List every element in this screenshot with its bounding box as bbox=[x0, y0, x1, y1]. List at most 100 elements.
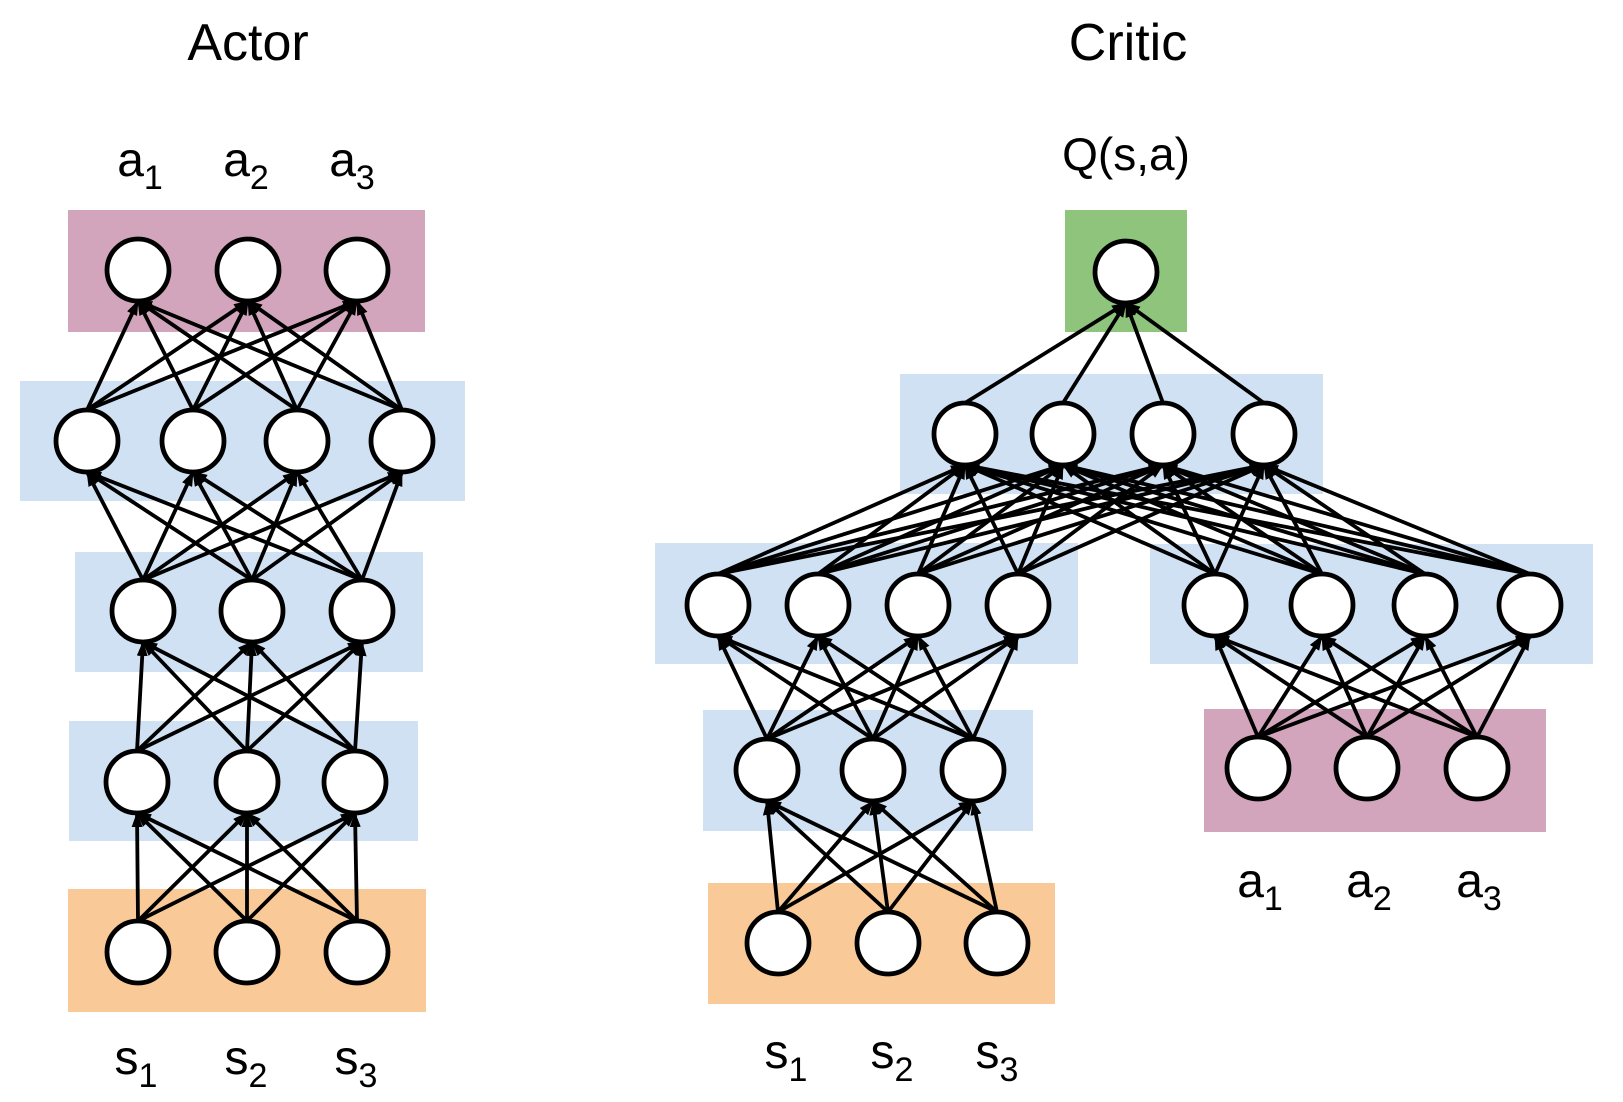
connection-arrow bbox=[1320, 634, 1479, 739]
neuron-node-critic-top bbox=[1230, 400, 1298, 468]
connection-arrow bbox=[964, 462, 1531, 576]
critic-label-s1: s1 bbox=[765, 1026, 808, 1089]
connection-arrow bbox=[777, 799, 974, 914]
connection-arrow bbox=[191, 470, 364, 582]
neuron-nodes bbox=[53, 236, 1564, 986]
connection-arrow bbox=[916, 635, 975, 740]
connection-arrow bbox=[964, 462, 1426, 576]
q-value-label: Q(s,a) bbox=[1062, 128, 1190, 180]
connection-arrow bbox=[971, 635, 1020, 740]
connection-arrow bbox=[964, 463, 1216, 576]
connection-arrow bbox=[886, 799, 975, 914]
neuron-node-critic-left-mid bbox=[784, 571, 852, 639]
connection-arrow bbox=[964, 463, 1323, 576]
connection-arrow bbox=[1365, 635, 1427, 738]
actor-network-title: Actor bbox=[187, 14, 309, 72]
connection-arrow bbox=[136, 811, 358, 923]
connection-arrow bbox=[1124, 302, 1165, 404]
neuron-node-critic-left-mid bbox=[884, 571, 952, 639]
connection-arrow bbox=[1423, 635, 1479, 738]
neuron-node-critic-right-mid bbox=[1496, 571, 1564, 639]
connection-arrow bbox=[250, 470, 404, 582]
neuron-node-critic-top bbox=[1029, 400, 1097, 468]
connection-arrow bbox=[963, 464, 1020, 575]
connection-arrow bbox=[1213, 634, 1369, 739]
connection-arrow bbox=[816, 463, 967, 576]
connection-arrow bbox=[85, 470, 254, 582]
neuron-node-critic-actions bbox=[1333, 734, 1401, 802]
neuron-node-actor-hidden3 bbox=[368, 407, 436, 475]
connection-arrow bbox=[1062, 462, 1531, 576]
neuron-node-actor-hidden2 bbox=[218, 577, 286, 645]
connection-arrow bbox=[295, 471, 364, 581]
connection-arrow bbox=[963, 301, 1128, 405]
connection-arrow bbox=[970, 800, 999, 913]
neuron-node-actor-input bbox=[104, 918, 172, 986]
connection-arrow bbox=[141, 640, 249, 753]
neuron-node-actor-hidden1 bbox=[103, 748, 171, 816]
neuron-node-critic-actions bbox=[1224, 734, 1292, 802]
actor-label-a2: a2 bbox=[223, 134, 269, 197]
neuron-node-critic-input bbox=[854, 909, 922, 977]
critic-label-a1: a1 bbox=[1237, 855, 1283, 918]
actor-label-s2: s2 bbox=[225, 1032, 268, 1095]
neuron-node-critic-left-low bbox=[839, 736, 907, 804]
neuron-node-critic-right-mid bbox=[1181, 571, 1249, 639]
critic-label-a2: a2 bbox=[1346, 855, 1392, 918]
connection-arrow bbox=[871, 799, 999, 914]
connection-arrow bbox=[136, 299, 299, 412]
neuron-node-critic-input bbox=[963, 909, 1031, 977]
neuron-node-critic-left-low bbox=[733, 736, 801, 804]
neuron-node-actor-hidden3 bbox=[53, 407, 121, 475]
connection-arrow bbox=[716, 635, 769, 740]
neuron-node-critic-output bbox=[1092, 238, 1160, 306]
connection-arrow bbox=[916, 464, 967, 575]
connection-arrow bbox=[816, 634, 975, 741]
connection-arrow bbox=[85, 471, 145, 581]
connection-arrow bbox=[1162, 463, 1531, 576]
neuron-node-actor-output bbox=[104, 236, 172, 304]
connection-arrow bbox=[246, 299, 404, 412]
connection-arrow bbox=[142, 640, 356, 753]
connection-arrow bbox=[717, 634, 974, 741]
neuron-node-actor-hidden2 bbox=[328, 577, 396, 645]
neuron-node-actor-hidden3 bbox=[263, 407, 331, 475]
neuron-node-critic-top bbox=[931, 400, 999, 468]
connection-arrow bbox=[1061, 301, 1128, 405]
neuron-node-critic-input bbox=[744, 909, 812, 977]
critic-network-title: Critic bbox=[1068, 14, 1188, 72]
actor-label-a3: a3 bbox=[329, 134, 375, 197]
connection-arrow bbox=[135, 811, 249, 923]
neuron-node-critic-right-mid bbox=[1288, 571, 1356, 639]
neuron-node-actor-output bbox=[214, 236, 282, 304]
neuron-node-actor-input bbox=[323, 918, 391, 986]
connection-arrow bbox=[360, 471, 404, 581]
connection-arrow bbox=[245, 811, 359, 923]
connection-arrow bbox=[353, 641, 367, 752]
connection-arrow bbox=[1365, 634, 1532, 739]
connection-arrow bbox=[1263, 463, 1531, 576]
connection-arrow bbox=[766, 799, 998, 914]
neuron-node-actor-hidden1 bbox=[321, 748, 389, 816]
neuron-node-actor-hidden2 bbox=[109, 577, 177, 645]
connection-arrow bbox=[1213, 635, 1260, 738]
critic-label-s3: s3 bbox=[976, 1026, 1019, 1089]
neuron-node-critic-left-mid bbox=[684, 571, 752, 639]
connection-arrows bbox=[85, 299, 1532, 923]
connection-arrow bbox=[86, 470, 363, 582]
critic-label-s2: s2 bbox=[871, 1026, 914, 1089]
connection-arrow bbox=[717, 463, 966, 576]
neuron-node-critic-left-mid bbox=[984, 571, 1052, 639]
connection-arrow bbox=[131, 812, 143, 922]
connection-arrow bbox=[136, 300, 195, 411]
connection-arrow bbox=[1214, 634, 1478, 739]
neuron-node-actor-hidden3 bbox=[159, 407, 227, 475]
connection-arrow bbox=[191, 299, 359, 412]
connection-arrow bbox=[135, 641, 148, 752]
neuron-node-actor-output bbox=[323, 236, 391, 304]
neuron-node-critic-actions bbox=[1443, 734, 1511, 802]
neuron-node-actor-hidden1 bbox=[213, 748, 281, 816]
critic-label-a3: a3 bbox=[1456, 855, 1502, 918]
actor-label-a1: a1 bbox=[117, 134, 163, 197]
